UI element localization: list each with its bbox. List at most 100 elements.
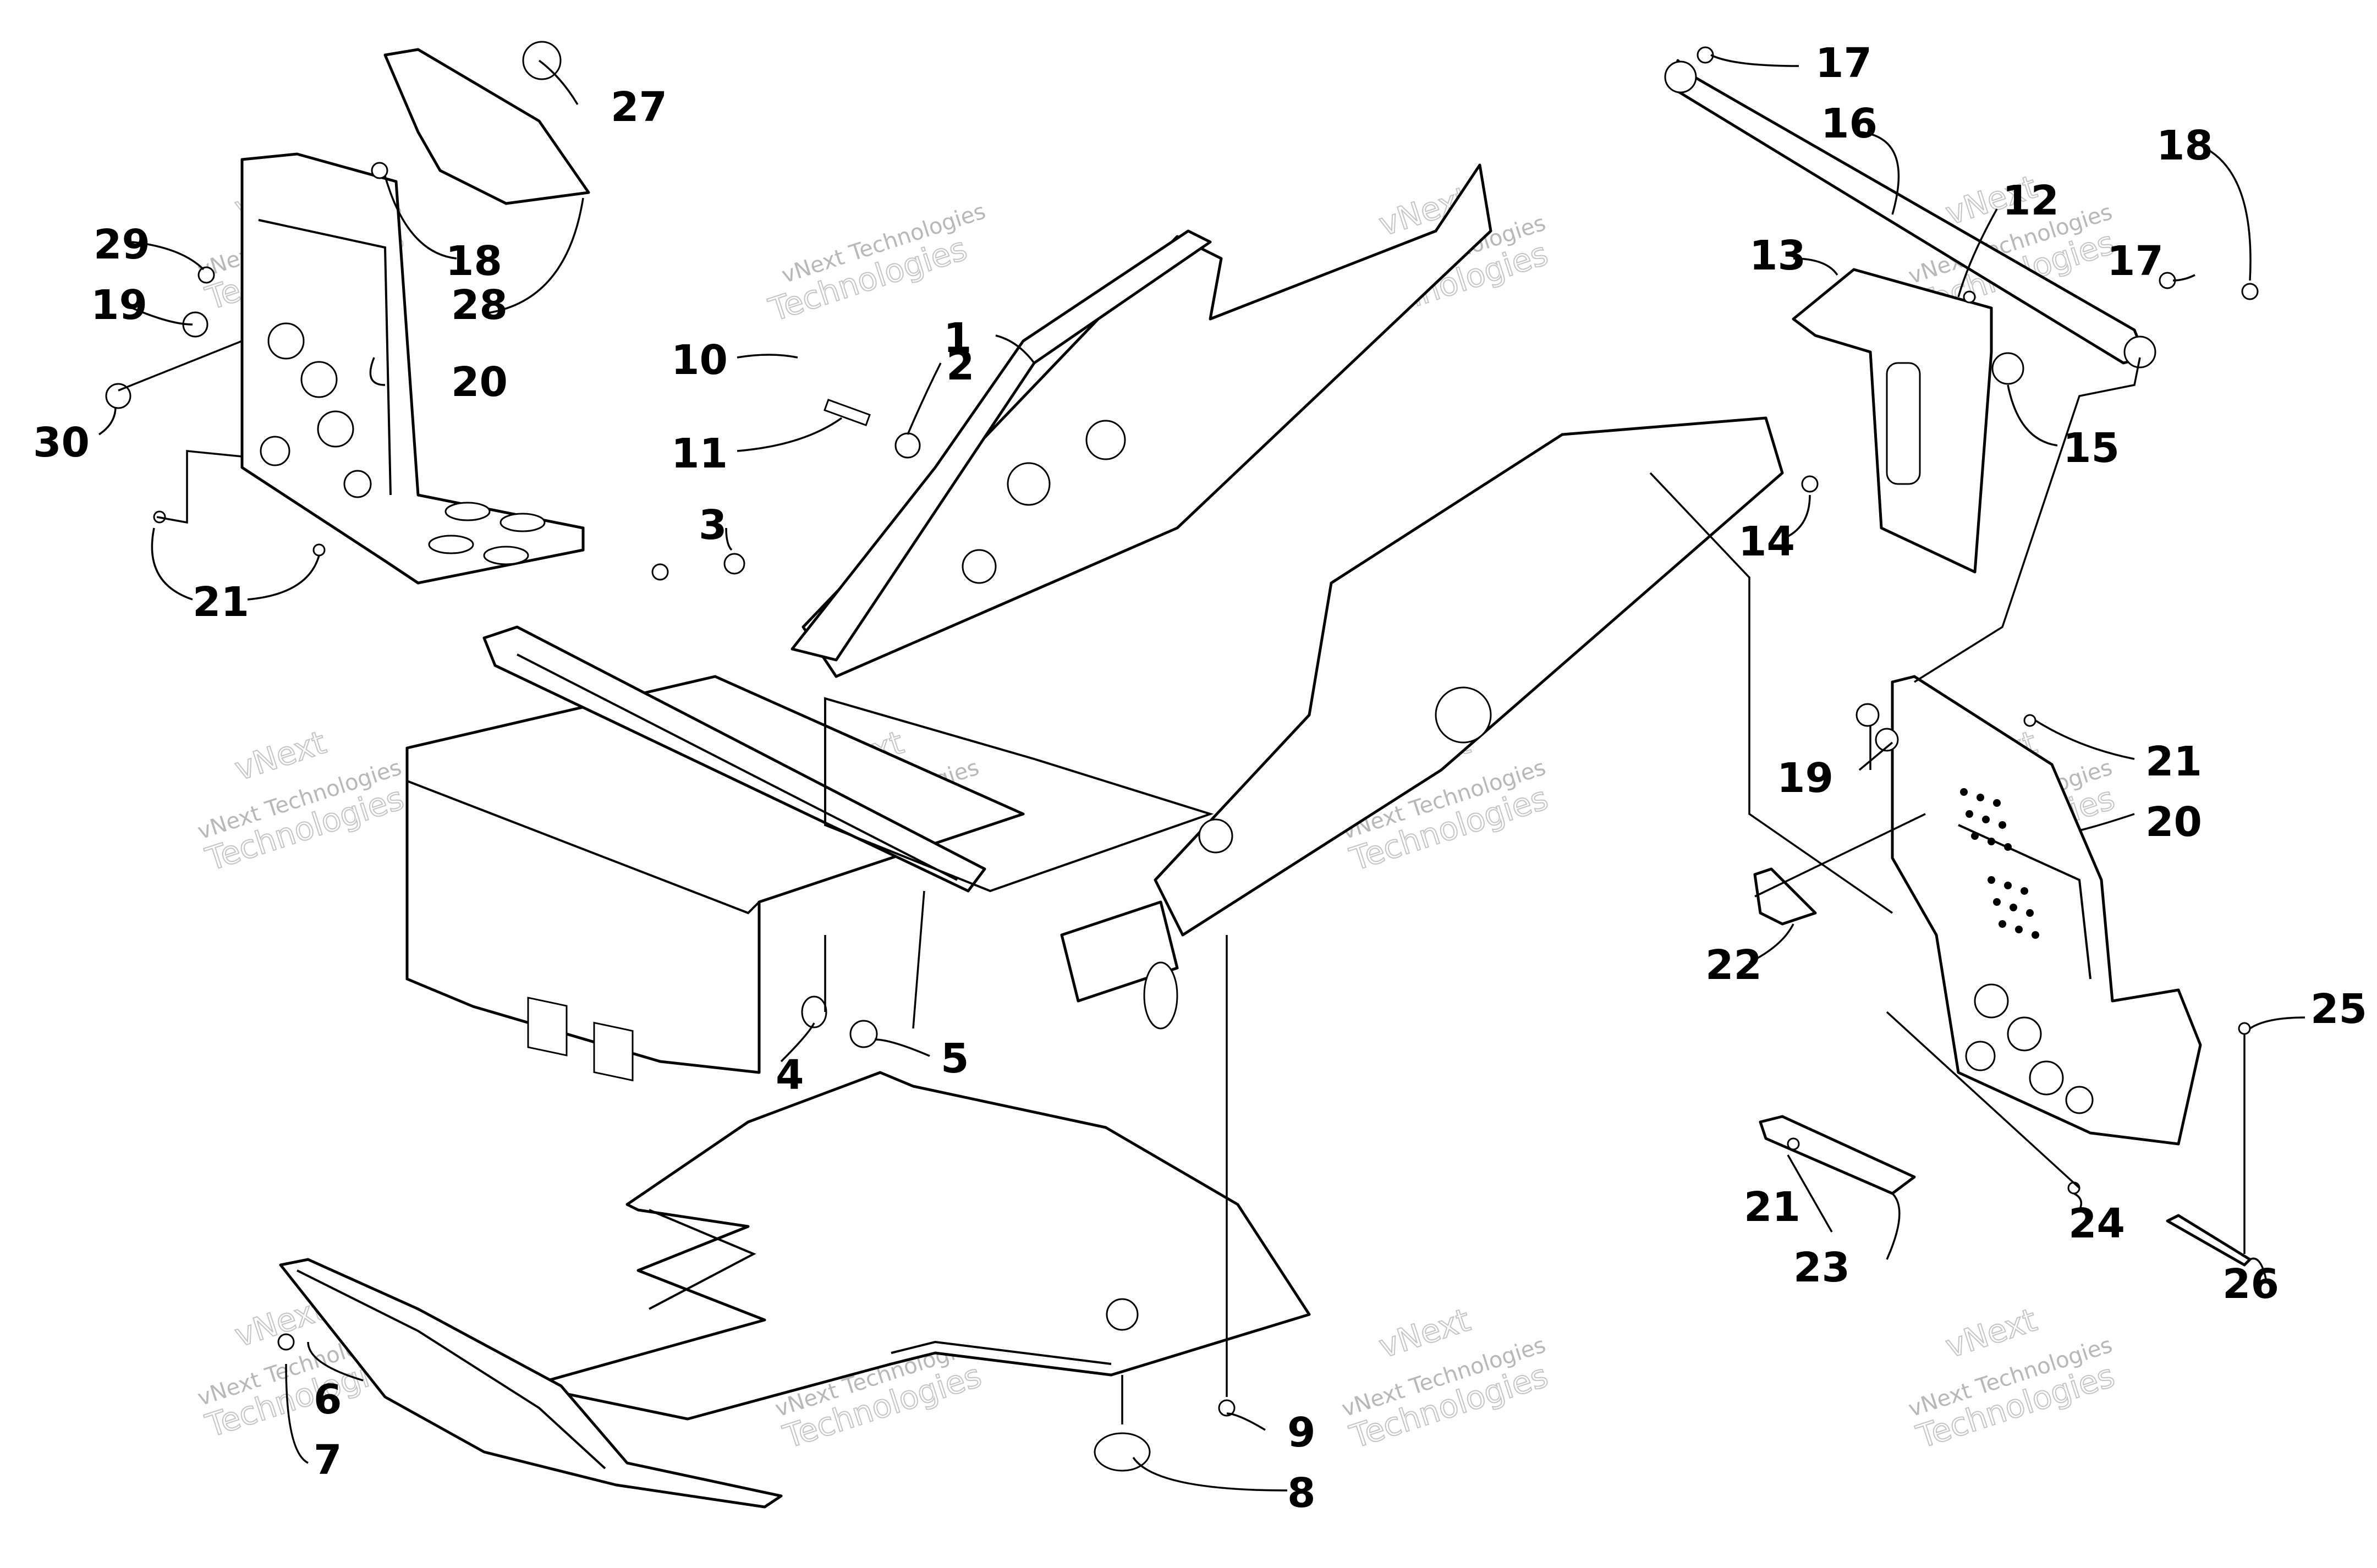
- belly-pan: [526, 1071, 1311, 1421]
- footrest-hole: [1974, 983, 2009, 1019]
- bolt-12: [1963, 290, 1976, 304]
- left-footrest: [105, 41, 590, 585]
- bolt-18: [371, 162, 388, 179]
- chassis-hole: [1085, 420, 1126, 460]
- washer-4: [801, 995, 827, 1028]
- callout-27: 27: [611, 84, 667, 131]
- callout-28: 28: [451, 282, 508, 329]
- callout-29: 29: [94, 221, 150, 268]
- clip-11: [824, 398, 871, 427]
- main-chassis: [405, 163, 1784, 1082]
- footrest-hole: [1965, 1041, 1996, 1071]
- grommet-30: [105, 383, 131, 409]
- rivet-25: [2238, 1022, 2251, 1035]
- callout-17-right: 17: [2107, 238, 2164, 285]
- callout-7: 7: [314, 1437, 342, 1484]
- footrest-hole: [343, 470, 372, 498]
- callout-19-right: 19: [1777, 755, 1833, 802]
- callout-22: 22: [1705, 942, 1762, 989]
- screw-7: [277, 1333, 295, 1351]
- bolt-17: [1697, 46, 1714, 64]
- footrest-hole: [300, 361, 338, 398]
- callout-4: 4: [776, 1052, 804, 1099]
- post-end: [1664, 60, 1697, 93]
- footrest-slot: [499, 513, 546, 532]
- traction-grip: [1960, 788, 2039, 939]
- callouts: 1 2 3 4 5 6 7 8 9 10 11 12 13 14 15 16 1…: [33, 40, 2367, 1517]
- footrest-hole: [2007, 1016, 2042, 1052]
- chassis-hole: [1435, 686, 1492, 744]
- bolt-14: [1801, 475, 1819, 493]
- footrest-slot: [444, 502, 491, 521]
- callout-21-right: 21: [2145, 738, 2202, 785]
- callout-2: 2: [946, 342, 975, 389]
- chassis-front-window: [593, 1021, 634, 1082]
- callout-13: 13: [1749, 232, 1806, 279]
- callout-18-left: 18: [446, 238, 502, 285]
- rivet-21: [1787, 1137, 1800, 1151]
- callout-17-top: 17: [1815, 40, 1872, 87]
- strip-26: [2166, 1214, 2252, 1267]
- watermark-logo: vNext: [1374, 1301, 1474, 1365]
- callout-3: 3: [699, 502, 727, 549]
- callout-11: 11: [671, 430, 728, 477]
- chassis-front-box: [405, 675, 1025, 1074]
- chassis-front-window: [527, 997, 568, 1057]
- center-hardware: [277, 398, 1236, 1472]
- post-end: [2123, 335, 2156, 368]
- callout-20-left: 20: [451, 359, 508, 406]
- bolt-3: [651, 563, 669, 581]
- callout-10: 10: [671, 337, 728, 384]
- running-board-cover-28: [383, 48, 590, 205]
- leader-lines: [98, 54, 2305, 1492]
- footrest-slot: [428, 535, 474, 554]
- callout-19-left: 19: [91, 282, 147, 329]
- chassis-cross-bar: [482, 625, 986, 893]
- watermark-logo: vNext: [230, 723, 330, 788]
- steering-hoop: [790, 229, 1212, 662]
- chassis-hole: [1007, 462, 1051, 506]
- footrest-slot: [483, 546, 529, 565]
- callout-24: 24: [2068, 1200, 2125, 1247]
- callout-21-left: 21: [193, 579, 249, 626]
- callout-26: 26: [2222, 1261, 2279, 1308]
- footrest-hole: [2065, 1086, 2094, 1114]
- screw-9: [1218, 1399, 1236, 1417]
- callout-23: 23: [1793, 1244, 1850, 1291]
- callout-25: 25: [2310, 986, 2367, 1033]
- chassis-hole: [962, 549, 997, 584]
- footrest-panel-20-right: [1891, 675, 2202, 1146]
- callout-1: 1: [943, 315, 972, 362]
- callout-9: 9: [1287, 1409, 1316, 1456]
- right-footrest: [1753, 675, 2252, 1267]
- front-skid: [279, 1258, 783, 1509]
- steering-support: [1664, 46, 2259, 574]
- nut-3: [723, 553, 745, 575]
- bracket-22: [1753, 867, 1817, 926]
- callout-14: 14: [1738, 518, 1795, 565]
- callout-5: 5: [941, 1035, 969, 1082]
- callout-8: 8: [1287, 1470, 1316, 1517]
- footrest-hole: [2029, 1060, 2064, 1096]
- nut-19: [1856, 703, 1880, 727]
- chassis-tube-end: [1143, 961, 1178, 1030]
- footrest-hole: [317, 410, 354, 448]
- nut-19: [1875, 728, 1899, 752]
- callout-30: 30: [33, 419, 90, 466]
- callout-18-right: 18: [2156, 122, 2213, 169]
- rivet-21: [312, 543, 326, 557]
- bolt-18: [2241, 283, 2259, 300]
- bushing-15: [1991, 352, 2024, 385]
- plate-23: [1759, 1115, 1916, 1195]
- grommet-2: [894, 432, 921, 459]
- tunnel-right-rail: [1154, 416, 1784, 937]
- bracket-slot: [1886, 362, 1921, 485]
- bolt-29: [197, 266, 215, 284]
- belly-pan-hole: [1106, 1298, 1139, 1331]
- callout-12: 12: [2002, 177, 2059, 224]
- rivet-21: [2023, 714, 2036, 727]
- callout-16: 16: [1821, 100, 1878, 147]
- callout-20-right: 20: [2145, 799, 2202, 846]
- footrest-hole: [267, 322, 305, 360]
